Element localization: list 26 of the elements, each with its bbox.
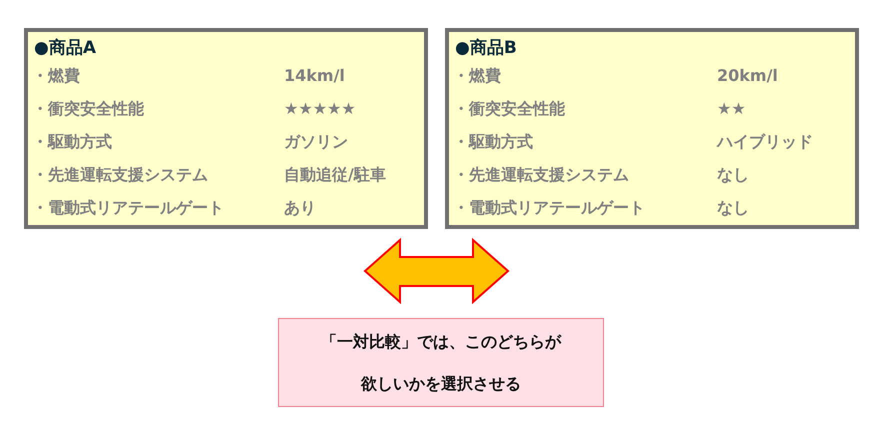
spec-label: ・燃費 [453, 65, 501, 87]
spec-value: なし [717, 164, 749, 186]
spec-value: ★★★★★ [284, 98, 356, 120]
spec-label: ・衝突安全性能 [453, 98, 565, 120]
spec-value: 自動追従/駐車 [284, 164, 386, 186]
spec-label: ・駆動方式 [32, 131, 112, 153]
note-text: 「一対比較」では、このどちらが欲しいかを選択させる [320, 330, 562, 394]
spec-value: 20km/l [717, 65, 778, 87]
note-box [278, 318, 604, 407]
spec-card [24, 28, 428, 229]
product-heading: ●商品B [455, 37, 517, 59]
product-heading: ●商品A [34, 37, 96, 59]
spec-label: ・衝突安全性能 [32, 98, 144, 120]
spec-value: 14km/l [284, 65, 345, 87]
spec-label: ・先進運転支援システム [453, 164, 629, 186]
spec-label: ・駆動方式 [453, 131, 533, 153]
spec-value: ガソリン [284, 131, 348, 153]
spec-card [445, 28, 859, 229]
spec-value: あり [284, 197, 316, 219]
spec-label: ・電動式リアテールゲート [453, 197, 645, 219]
spec-value: ★★ [717, 98, 746, 120]
spec-label: ・先進運転支援システム [32, 164, 208, 186]
spec-value: ハイブリッド [717, 131, 813, 153]
spec-label: ・燃費 [32, 65, 80, 87]
spec-value: なし [717, 197, 749, 219]
spec-label: ・電動式リアテールゲート [32, 197, 224, 219]
